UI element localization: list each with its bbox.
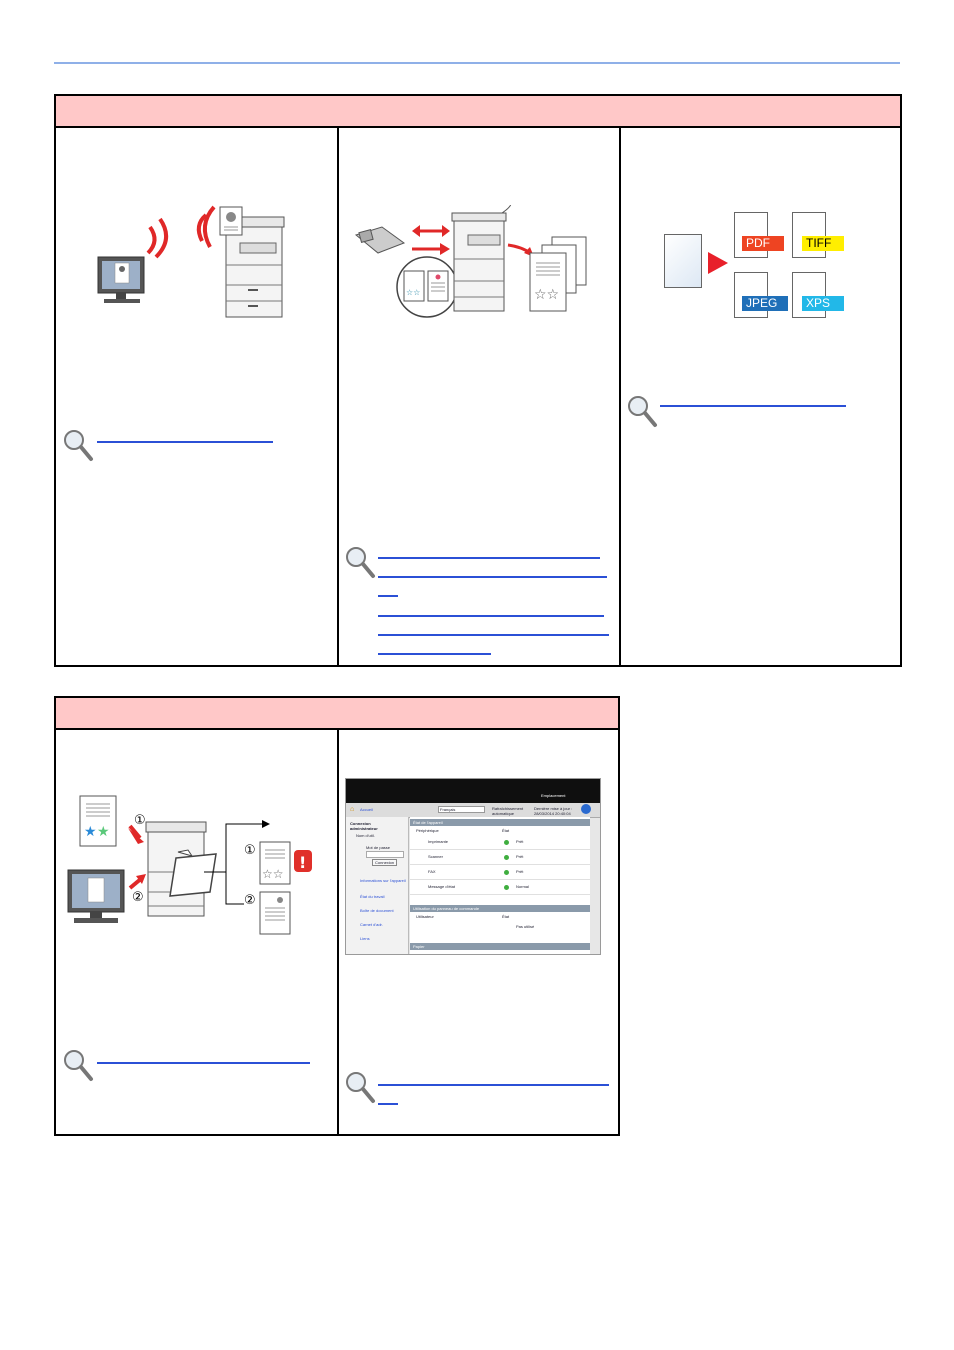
reference-link[interactable] <box>378 595 398 597</box>
last-update: Dernière mise à jour : 28/03/2014 20:40:… <box>534 806 576 816</box>
language-select[interactable]: Français <box>438 806 485 813</box>
xps-badge: XPS <box>802 296 844 311</box>
output-document <box>734 212 768 258</box>
svg-text:☆☆: ☆☆ <box>406 288 420 297</box>
login-user: Nom d'util. <box>356 833 375 838</box>
output-document <box>792 212 826 258</box>
screenshot-header: Emplacement <box>346 779 600 803</box>
status-dot <box>504 870 509 875</box>
svg-text:☆☆: ☆☆ <box>534 287 559 303</box>
reference-link[interactable] <box>378 615 604 617</box>
refresh-label[interactable]: Rafraîchissement automatique <box>492 806 528 816</box>
location-label: Emplacement <box>541 793 565 798</box>
file-format-illustration: PDF TIFF JPEG XPS <box>660 212 850 322</box>
magnifier-icon <box>62 1048 94 1082</box>
output-document <box>734 272 768 318</box>
device-status-section: État de l'appareil <box>410 819 590 826</box>
reference-link[interactable] <box>97 1062 310 1064</box>
magnifier-icon <box>344 545 376 579</box>
device-row: FAX Prêt <box>410 865 590 880</box>
output-document <box>792 272 826 318</box>
panel-state: Pas utilisé <box>516 924 534 929</box>
reference-link[interactable] <box>378 634 609 636</box>
column-divider <box>337 126 339 667</box>
reference-link[interactable] <box>378 576 607 578</box>
svg-text:★: ★ <box>97 824 110 840</box>
wireless-printing-illustration <box>90 195 300 323</box>
top-rule <box>54 62 900 64</box>
marker-1: ① <box>134 813 146 828</box>
device-state: Normal <box>516 880 529 894</box>
svg-text:★: ★ <box>84 824 97 840</box>
sidebar-item-address-book[interactable]: Carnet d'adr. <box>360 922 383 927</box>
device-row: Message d'état Normal <box>410 880 590 895</box>
table-header <box>56 96 900 128</box>
login-button[interactable]: Connexion <box>372 859 397 866</box>
reference-link[interactable] <box>378 653 491 655</box>
device-state: Prêt <box>516 850 523 864</box>
screenshot-main: État de l'appareil Périphérique État Imp… <box>410 817 590 954</box>
source-document <box>664 234 702 288</box>
embedded-web-ui-screenshot: Emplacement ⌂ Accueil Français Rafraîchi… <box>345 778 601 955</box>
device-row: Imprimante Prêt <box>410 835 590 850</box>
sidebar-item-links[interactable]: Liens <box>360 936 370 941</box>
device-name[interactable]: Imprimante <box>428 835 448 849</box>
device-state: Prêt <box>516 835 523 849</box>
home-link[interactable]: Accueil <box>360 807 373 812</box>
column-divider <box>619 126 621 667</box>
status-dot <box>504 840 509 845</box>
column-user: Utilisateur <box>416 914 434 919</box>
column-device: Périphérique <box>416 828 439 833</box>
marker-2: ② <box>132 890 144 905</box>
convert-arrow-icon <box>708 252 728 274</box>
pdf-badge: PDF <box>742 236 784 251</box>
svg-text:!: ! <box>299 853 306 872</box>
column-panel-state: État <box>502 914 509 919</box>
reference-link[interactable] <box>97 441 273 443</box>
feature-table-1 <box>54 94 902 667</box>
sidebar-item-document-box[interactable]: Boîte de document <box>360 908 394 913</box>
table-header <box>56 698 618 730</box>
jpeg-badge: JPEG <box>742 296 788 311</box>
device-name[interactable]: Message d'état <box>428 880 455 894</box>
usb-scan-copy-illustration: ☆☆ ☆☆ <box>352 205 592 320</box>
reference-link[interactable] <box>378 557 600 559</box>
sidebar-item-device-info[interactable]: Informations sur l'appareil <box>360 878 406 883</box>
status-dot <box>504 855 509 860</box>
device-state: Prêt <box>516 865 523 879</box>
magnifier-icon <box>626 394 658 428</box>
column-divider <box>337 728 339 1136</box>
sidebar-item-job-status[interactable]: État du travail <box>360 894 384 899</box>
device-name[interactable]: Scanner <box>428 850 443 864</box>
panel-usage-section: Utilisation du panneau de commande <box>410 905 590 912</box>
screenshot-toolbar: ⌂ Accueil Français Rafraîchissement auto… <box>346 803 600 818</box>
svg-text:☆☆: ☆☆ <box>262 867 284 881</box>
marker-1-output: ① <box>244 843 256 858</box>
login-password: Mot de passe <box>366 845 390 850</box>
magnifier-icon <box>344 1070 376 1104</box>
refresh-icon[interactable] <box>581 804 591 814</box>
device-row: Scanner Prêt <box>410 850 590 865</box>
column-state: État <box>502 828 509 833</box>
reference-link[interactable] <box>378 1084 609 1086</box>
screenshot-sidebar: Connexion administrateur Nom d'util. Mot… <box>346 817 409 954</box>
paper-section: Papier <box>410 943 590 950</box>
password-input[interactable] <box>366 851 404 858</box>
login-title: Connexion administrateur <box>350 821 390 831</box>
home-icon[interactable]: ⌂ <box>350 806 354 813</box>
reference-link[interactable] <box>378 1103 398 1105</box>
reference-link[interactable] <box>660 405 846 407</box>
job-priority-illustration: ★ ★ ☆☆ ! <box>66 792 322 942</box>
status-dot <box>504 885 509 890</box>
device-name[interactable]: FAX <box>428 865 436 879</box>
magnifier-icon <box>62 428 94 462</box>
marker-2-output: ② <box>244 893 256 908</box>
tiff-badge: TIFF <box>802 236 844 251</box>
